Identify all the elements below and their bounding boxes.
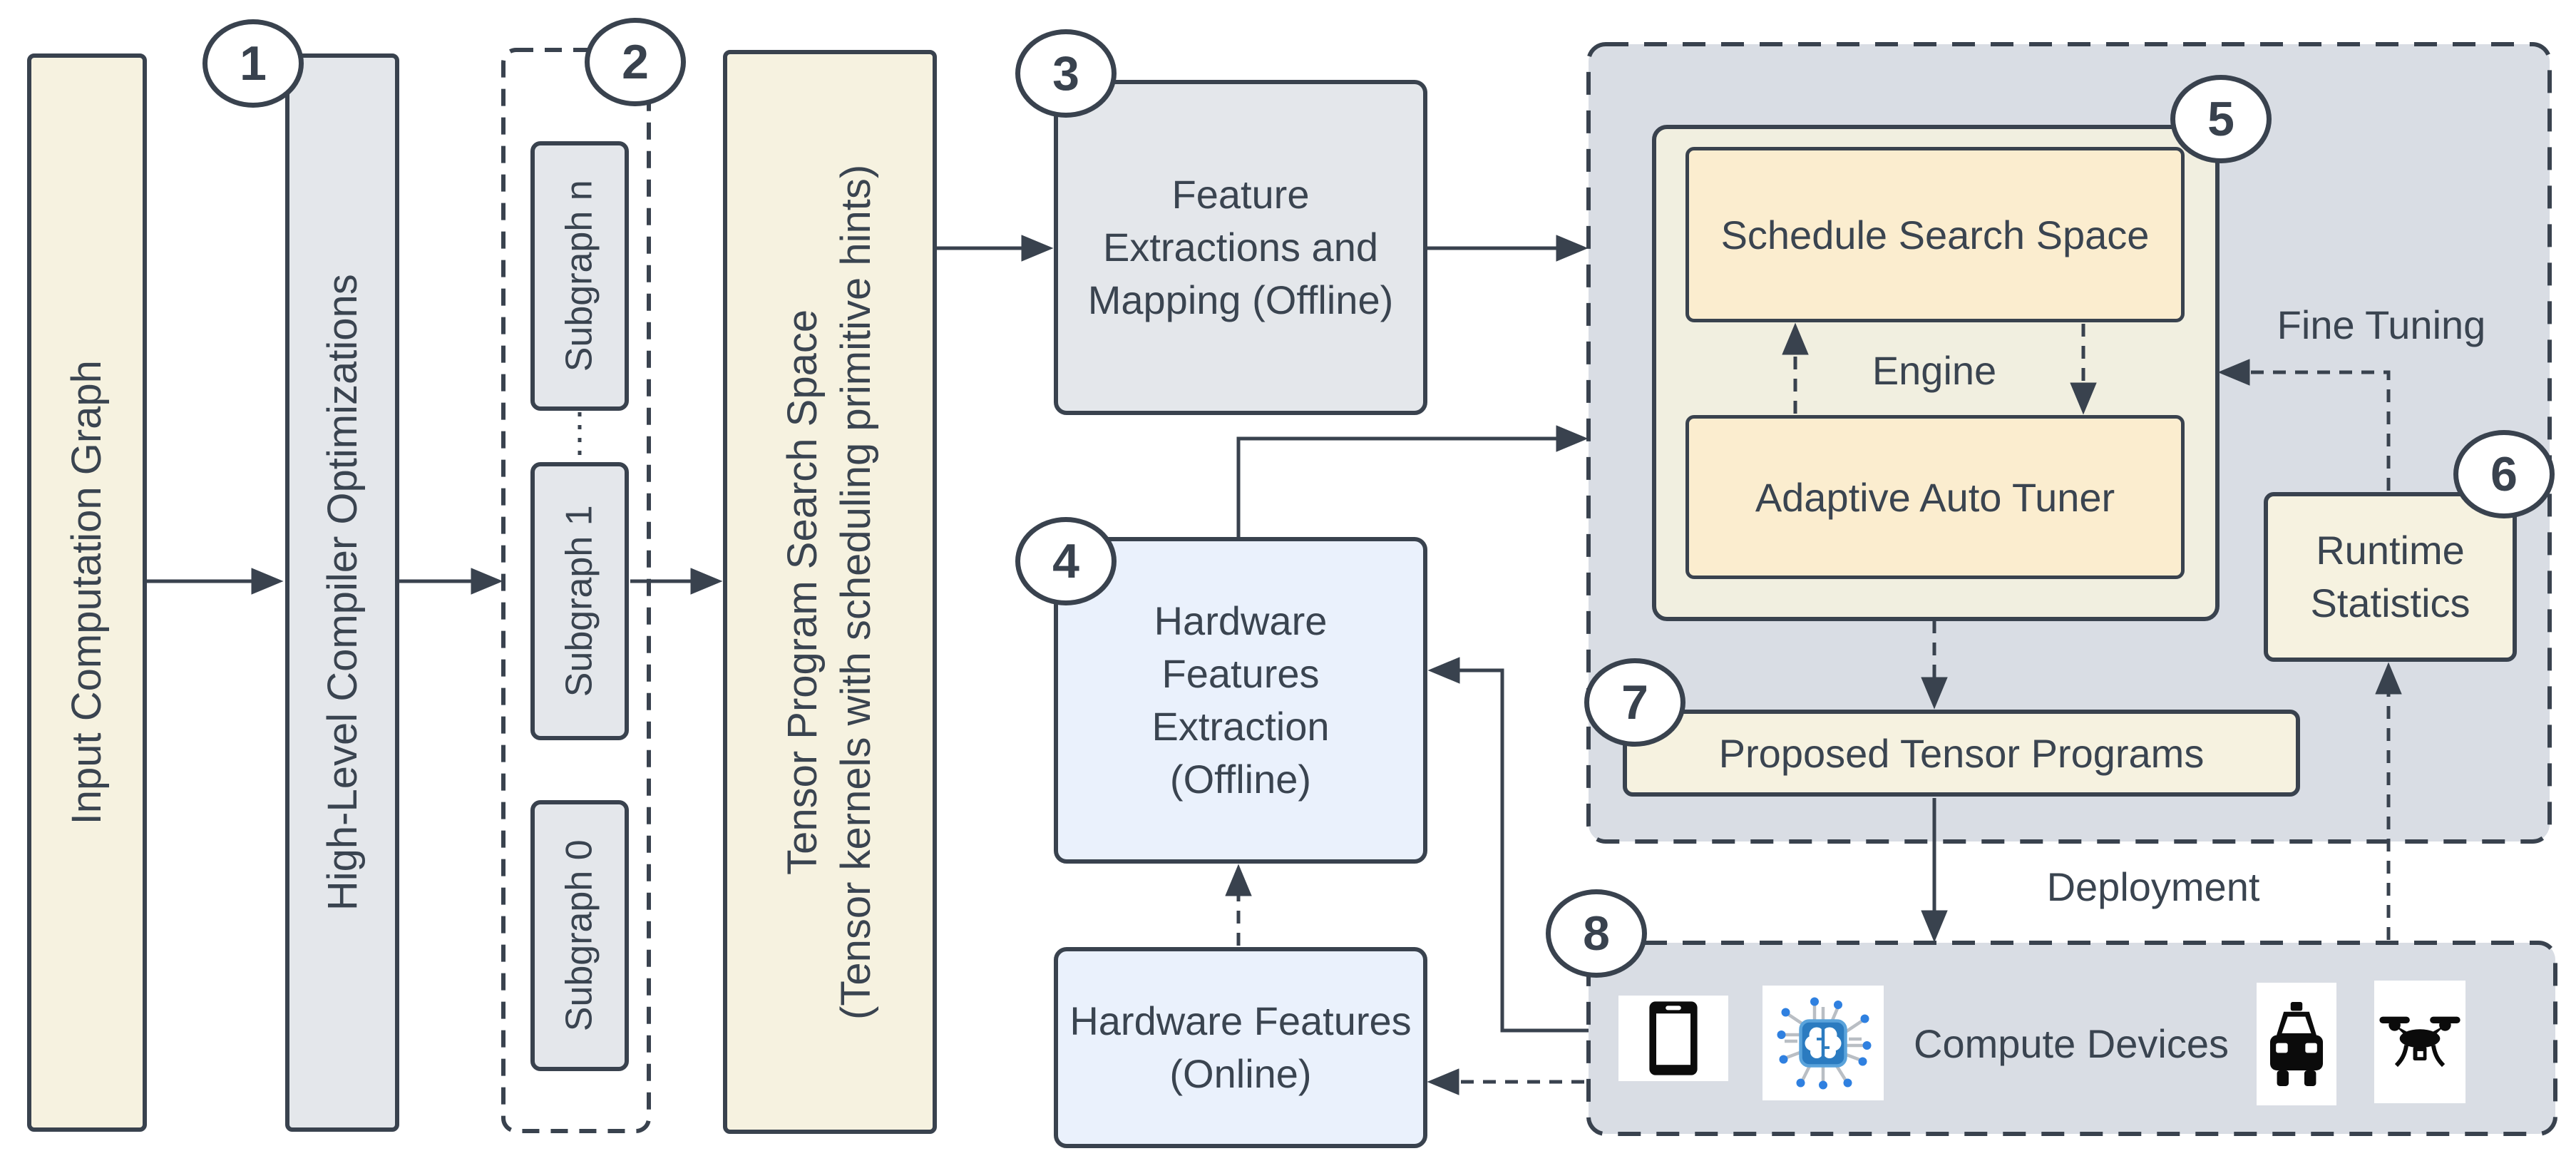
input-computation-graph-label: Input Computation Graph (63, 360, 111, 825)
step-badge-5: 5 (2170, 75, 2272, 163)
tablet-icon (1649, 1001, 1698, 1075)
high-level-compiler-optimizations-label: High-Level Compiler Optimizations (319, 274, 366, 911)
deployment-label: Deployment (2046, 864, 2260, 909)
step-badge-1: 1 (202, 19, 304, 108)
proposed-tensor-programs-label: Proposed Tensor Programs (1718, 730, 2205, 776)
subgraph-1-label: Subgraph 1 (558, 505, 600, 697)
hardware-features-extraction-label: Hardware Features Extraction (Offline) (1151, 598, 1330, 802)
engine-label: Engine (1872, 347, 1997, 393)
runtime-statistics-box: Runtime Statistics (2264, 492, 2517, 662)
subgraph-0-label: Subgraph 0 (558, 839, 600, 1032)
adaptive-auto-tuner-box: Adaptive Auto Tuner (1685, 415, 2185, 579)
fine-tuning-label: Fine Tuning (2277, 302, 2486, 347)
step-badge-2: 2 (585, 18, 686, 106)
subgraph-1-box: Subgraph 1 (530, 462, 629, 740)
compute-devices-label: Compute Devices (1914, 1021, 2229, 1066)
ai-chip-card (1762, 986, 1884, 1100)
tensor-program-search-space-label: Tensor Program Search Space (Tensor kern… (776, 164, 884, 1019)
step-badge-6: 6 (2453, 430, 2555, 518)
taxi-card (2257, 983, 2336, 1105)
feature-extraction-box: Feature Extractions and Mapping (Offline… (1054, 80, 1427, 415)
subgraph-0-box: Subgraph 0 (530, 800, 629, 1071)
subgraph-n-box: Subgraph n (530, 141, 629, 411)
runtime-statistics-label: Runtime Statistics (2310, 528, 2470, 625)
step-badge-3: 3 (1015, 29, 1117, 118)
high-level-compiler-optimizations-box: High-Level Compiler Optimizations (285, 53, 399, 1132)
hardware-features-extraction-box: Hardware Features Extraction (Offline) (1054, 537, 1427, 864)
hardware-features-online-label: Hardware Features (Online) (1069, 998, 1412, 1096)
tensor-program-search-space-box: Tensor Program Search Space (Tensor kern… (723, 50, 937, 1134)
subgraph-n-label: Subgraph n (558, 180, 600, 372)
step-badge-8: 8 (1546, 889, 1647, 978)
input-computation-graph-box: Input Computation Graph (27, 53, 147, 1132)
step-badge-4: 4 (1015, 517, 1117, 605)
schedule-search-space-label: Schedule Search Space (1720, 212, 2150, 257)
schedule-search-space-box: Schedule Search Space (1685, 147, 2185, 322)
adaptive-auto-tuner-label: Adaptive Auto Tuner (1755, 474, 2115, 520)
tablet-card (1618, 996, 1728, 1081)
drone-card (2374, 981, 2465, 1103)
tensor-line-2: (Tensor kernels with scheduling primitiv… (833, 164, 881, 1020)
hardware-features-online-box: Hardware Features (Online) (1054, 947, 1427, 1148)
drone-icon (2379, 1016, 2460, 1068)
feature-extraction-label: Feature Extractions and Mapping (Offline… (1087, 172, 1394, 322)
tensor-line-1: Tensor Program Search Space (779, 309, 826, 875)
step-badge-7: 7 (1584, 658, 1685, 747)
proposed-tensor-programs-box: Proposed Tensor Programs (1623, 710, 2300, 797)
taxi-icon (2269, 1002, 2324, 1086)
ai-chip-icon (1777, 997, 1872, 1089)
